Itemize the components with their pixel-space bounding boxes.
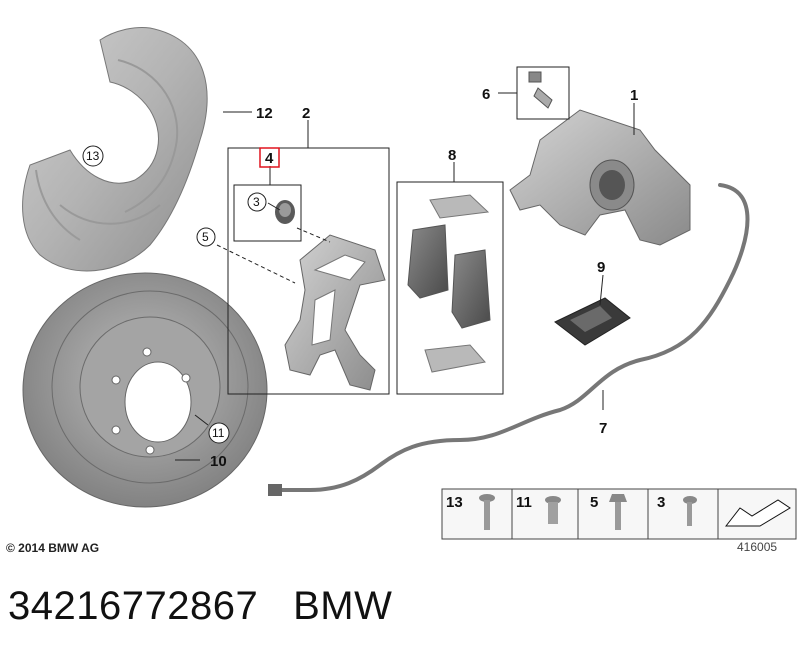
assembly-lines (216, 227, 331, 284)
part-number-line: 34216772867 BMW (8, 584, 392, 629)
copyright-notice: © 2014 BMW AG (6, 541, 100, 555)
callout-7: 7 (599, 420, 607, 437)
legend-label-5: 5 (590, 494, 598, 511)
bolt-11-icon (545, 496, 561, 524)
parts-diagram: 1 2 6 7 8 9 10 12 4 3 5 11 13 13 11 5 3 (22, 27, 797, 540)
brake-caliper (509, 109, 691, 246)
guide-bolt (275, 200, 295, 224)
legend-label-13: 13 (446, 494, 463, 511)
callout-8: 8 (448, 147, 456, 164)
svg-text:3: 3 (253, 195, 260, 209)
arrow-mark-icon (724, 499, 791, 527)
circled-callout-5: 5 (196, 227, 216, 247)
wear-sensor-cable (278, 183, 750, 492)
brake-pads (407, 194, 491, 373)
svg-text:5: 5 (202, 230, 209, 244)
wear-sensor-plug (268, 484, 282, 496)
grease-packet (554, 297, 631, 346)
callout-10: 10 (210, 453, 227, 470)
circled-callout-11: 11 (208, 422, 230, 444)
callout-9: 9 (597, 259, 605, 276)
caliper-carrier (284, 234, 386, 391)
callout-4-highlight (259, 147, 280, 168)
circled-callout-13: 13 (82, 145, 104, 167)
bolt-5-icon (609, 494, 627, 530)
legend-label-11: 11 (516, 494, 532, 511)
callout-2: 2 (302, 105, 310, 122)
svg-text:11: 11 (212, 426, 225, 440)
fastener-legend: 13 11 5 3 (441, 488, 797, 540)
brand-name: BMW (293, 584, 393, 628)
pads-group-box (396, 181, 504, 395)
part-number: 34216772867 (8, 584, 259, 628)
callout-6: 6 (482, 86, 490, 103)
bolt-3-icon (683, 496, 697, 526)
bolt-group-box (233, 184, 302, 242)
diagram-code: 416005 (737, 540, 778, 554)
leader-lines (175, 92, 635, 461)
bleeder-screw (528, 71, 553, 109)
circled-callout-3: 3 (247, 192, 267, 212)
callout-12: 12 (256, 105, 273, 122)
brake-disc (22, 272, 268, 508)
callout-1: 1 (630, 87, 638, 104)
callout-4: 4 (265, 150, 274, 167)
svg-text:13: 13 (86, 149, 100, 163)
bolt-13-icon (479, 494, 495, 530)
dust-shield (22, 27, 208, 272)
legend-label-3: 3 (657, 494, 665, 511)
